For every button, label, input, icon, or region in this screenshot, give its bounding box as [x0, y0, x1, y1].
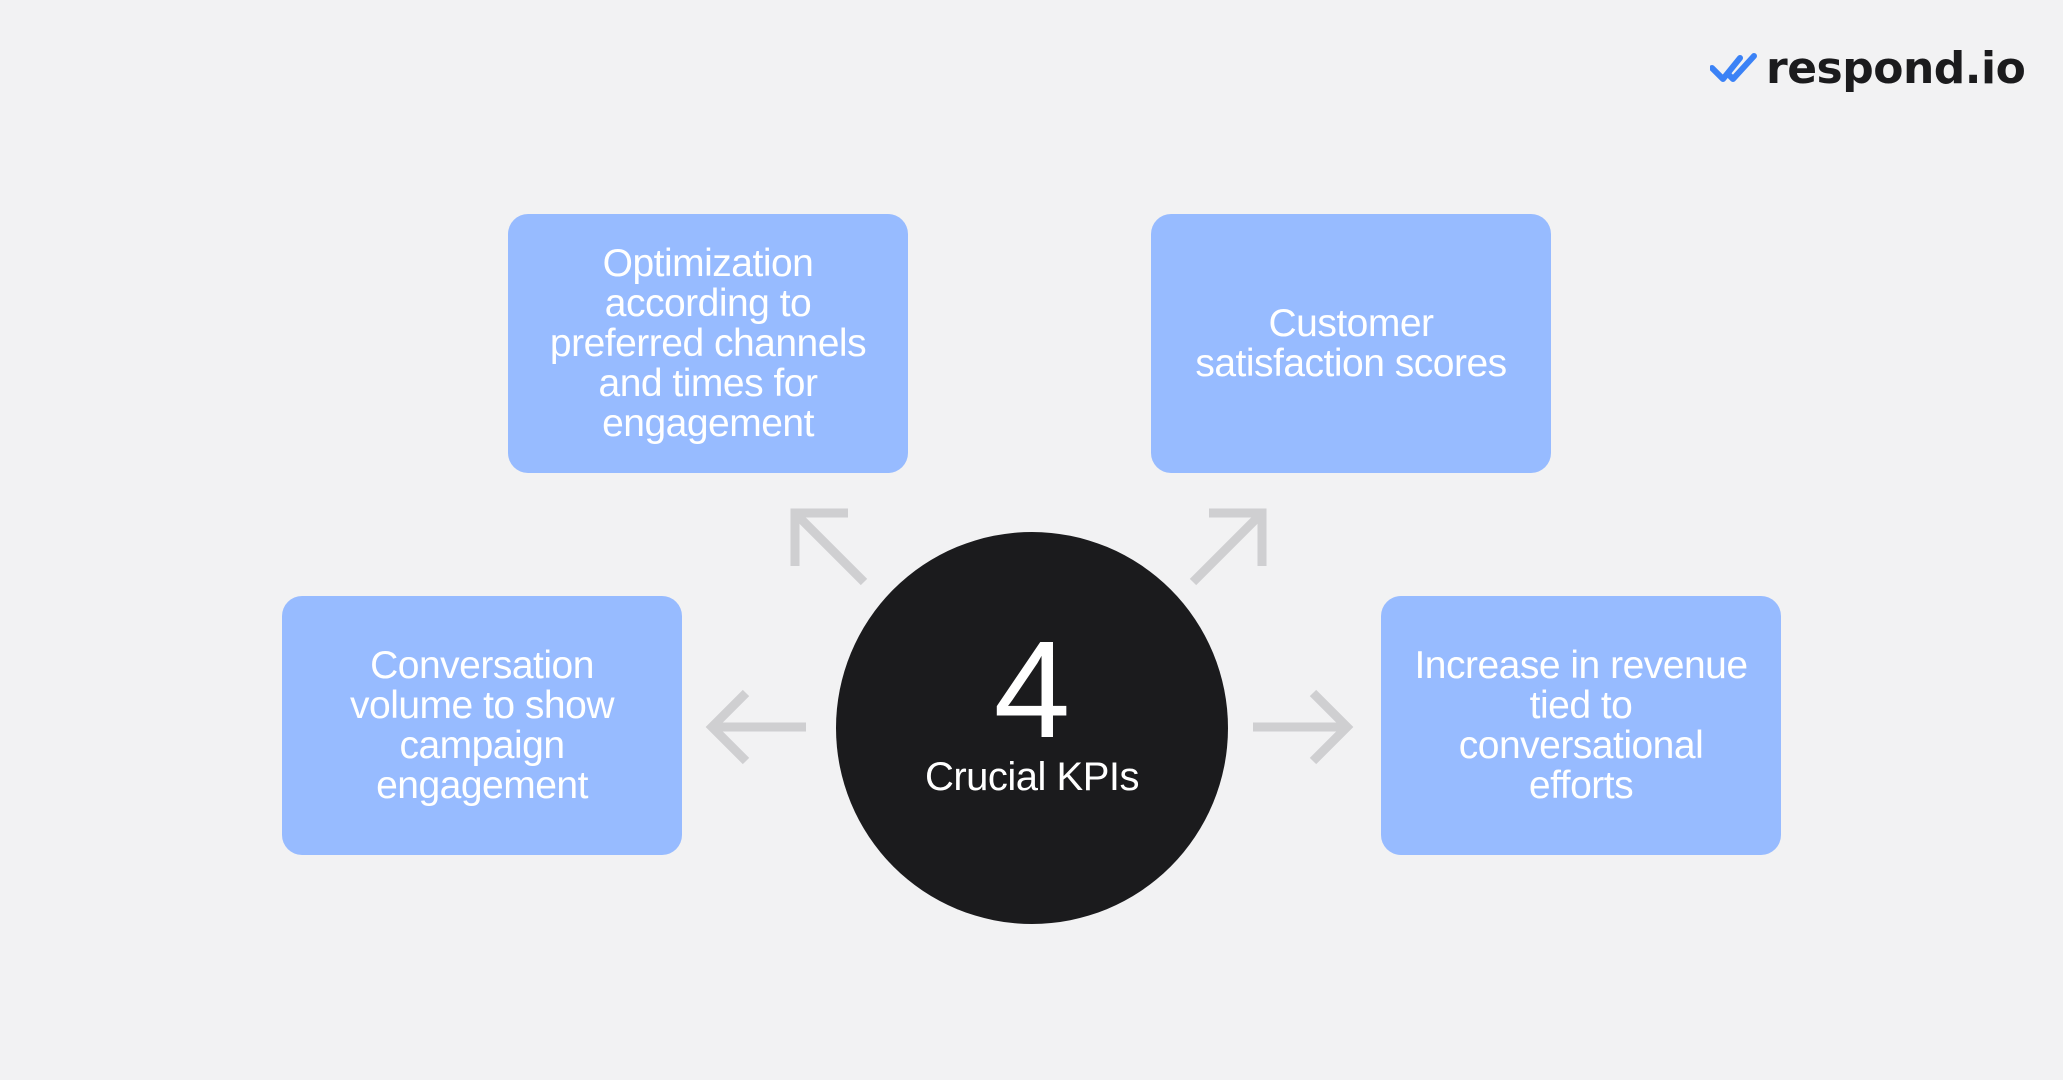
arrow-top-right-icon — [1189, 508, 1267, 586]
kpi-box-optimization: Optimization according to preferred chan… — [508, 214, 908, 473]
kpi-text: Conversation volume to show campaign eng… — [350, 643, 614, 807]
kpi-text: Optimization according to preferred chan… — [549, 241, 867, 445]
arrow-top-left-icon — [790, 508, 868, 586]
kpi-text: Customer satisfaction scores — [1195, 301, 1507, 385]
kpi-box-conversation-volume: Conversation volume to show campaign eng… — [282, 596, 682, 855]
center-label: Crucial KPIs — [924, 755, 1140, 799]
brand-logo: respond.io — [1710, 38, 2026, 98]
kpi-text: Increase in revenue tied to conversation… — [1414, 643, 1748, 807]
kpi-box-customer-satisfaction: Customer satisfaction scores — [1151, 214, 1551, 473]
center-circle: 4 Crucial KPIs — [836, 532, 1228, 924]
kpi-box-revenue: Increase in revenue tied to conversation… — [1381, 596, 1781, 855]
kpi-count: 4 — [993, 613, 1071, 767]
double-check-icon — [1710, 53, 1757, 82]
arrow-right-icon — [1253, 689, 1354, 765]
arrow-left-icon — [705, 689, 806, 765]
brand-name: respond.io — [1766, 42, 2026, 94]
